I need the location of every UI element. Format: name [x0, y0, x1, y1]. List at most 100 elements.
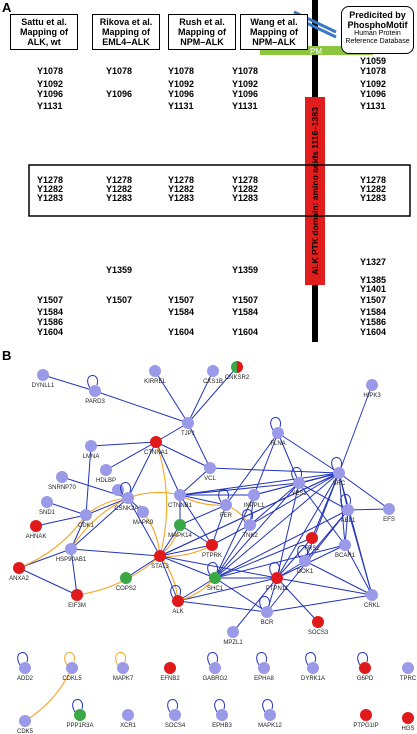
node-circle [227, 626, 239, 638]
node-label: YES1 [291, 491, 307, 497]
protein-node-eif3m[interactable]: EIF3M [68, 589, 86, 609]
phospho-residue: Y1092 [232, 79, 259, 89]
protein-node-shc1[interactable]: SHC1 [207, 562, 224, 592]
self-loop [340, 494, 351, 508]
interaction-edge [338, 384, 373, 474]
protein-node-mpzl1[interactable]: MPZL1 [223, 626, 243, 646]
interaction-edge [214, 537, 313, 579]
interaction-edge [304, 560, 373, 596]
protein-node-stat3[interactable]: STAT3 [151, 550, 170, 570]
protein-node-dynll1[interactable]: DYNLL1 [32, 369, 55, 389]
node-circle [19, 662, 31, 674]
protein-node-mapk12[interactable]: MAPK12 [258, 699, 282, 729]
protein-node-hsp90ab1[interactable]: HSP90AB1 [56, 543, 87, 563]
protein-node-pard3[interactable]: PARD3 [85, 375, 105, 405]
protein-node-mapk14[interactable]: MAPK14 [168, 519, 192, 539]
protein-node-lmna[interactable]: LMNA [83, 440, 100, 460]
protein-node-ptpg1ip[interactable]: PTPG1IP [353, 709, 379, 729]
protein-node-csnk2a1[interactable]: CSNK2A1 [114, 482, 142, 512]
protein-node-efnb2[interactable]: EFNB2 [160, 662, 180, 682]
protein-node-mapk7[interactable]: MAPK7 [113, 652, 134, 682]
protein-node-flna[interactable]: FLNA [270, 417, 286, 447]
protein-node-bcr[interactable]: BCR [259, 596, 274, 626]
protein-node-xcr1[interactable]: XCR1 [120, 709, 137, 729]
protein-node-dyrk1a[interactable]: DYRK1A [301, 652, 325, 682]
node-label: FRS2 [304, 546, 320, 552]
protein-node-dok1[interactable]: DOK1 [297, 545, 314, 575]
protein-node-cdk5[interactable]: CDK5 [17, 715, 34, 734]
protein-node-cops2[interactable]: COPS2 [116, 572, 137, 592]
node-circle [122, 709, 134, 721]
protein-node-add2[interactable]: ADD2 [17, 652, 34, 682]
protein-node-socs4[interactable]: SOCS4 [165, 699, 186, 729]
protein-node-ctnnb1[interactable]: CTNNB1 [168, 489, 193, 509]
protein-node-vcl[interactable]: VCL [204, 462, 216, 482]
node-label: ANXA2 [9, 576, 29, 582]
self-loop [269, 562, 280, 576]
protein-node-g6pd[interactable]: G6PD [357, 652, 374, 682]
self-loop [17, 652, 28, 666]
protein-node-hipk3[interactable]: HIPK3 [363, 379, 381, 399]
study-header-line: Sattu et al. [21, 17, 67, 27]
protein-node-tjp1[interactable]: TJP1 [181, 417, 196, 437]
phospho-residue: Y1078 [168, 66, 195, 76]
phospho-residue: Y1096 [37, 89, 64, 99]
protein-node-snd1[interactable]: SND1 [39, 496, 56, 516]
node-label: STAT3 [151, 564, 169, 570]
protein-node-snrnp70[interactable]: SNRNP70 [48, 471, 76, 491]
protein-node-cks1b[interactable]: CKS1B [203, 365, 223, 385]
interaction-edge [266, 594, 373, 613]
protein-node-kirrel[interactable]: KIRREL [144, 365, 166, 385]
phospho-residue: Y1586 [37, 317, 64, 327]
node-circle [71, 589, 83, 601]
protein-node-ptpn11[interactable]: PTPN11 [266, 562, 289, 592]
protein-node-ephb3[interactable]: EPHB3 [212, 699, 232, 729]
interaction-edge [249, 482, 300, 526]
regulatory-edge [155, 441, 168, 557]
node-circle [248, 489, 260, 501]
interaction-edge [35, 514, 87, 527]
phospho-residue: Y1131 [37, 101, 63, 111]
self-loop [115, 652, 126, 666]
protein-node-gabrg2[interactable]: GABRG2 [202, 652, 228, 682]
protein-node-ppp1r3a[interactable]: PPP1R3A [66, 699, 94, 729]
interaction-edge [125, 555, 161, 579]
interaction-edge [187, 422, 211, 469]
interaction-edge [154, 370, 189, 424]
protein-node-frs2[interactable]: FRS2 [304, 532, 320, 552]
phospho-residue: Y1096 [106, 89, 133, 99]
protein-node-bcar1[interactable]: BCAR1 [335, 539, 356, 559]
protein-node-cdk1[interactable]: CDK1 [78, 509, 95, 529]
protein-node-ptprk[interactable]: PTPRK [202, 539, 222, 559]
protein-node-abl1[interactable]: ABL1 [340, 494, 356, 524]
protein-node-cdkl5[interactable]: CDKL5 [62, 652, 82, 682]
phospho-residue: Y1278 [168, 175, 195, 185]
protein-node-hdlbp[interactable]: HDLBP [96, 464, 116, 484]
interaction-edge [94, 390, 189, 424]
protein-node-epha8[interactable]: EPHA8 [254, 652, 274, 682]
node-circle [154, 550, 166, 562]
protein-node-mapk9[interactable]: MAPK9 [133, 506, 154, 526]
protein-node-fer[interactable]: FER [218, 489, 233, 519]
protein-node-crkl[interactable]: CRKL [364, 589, 381, 609]
protein-node-ctnna1[interactable]: CTNNA1 [144, 436, 169, 456]
protein-node-tnk2[interactable]: TNK2 [242, 509, 258, 539]
interaction-edge [179, 504, 227, 526]
interaction-edge [276, 482, 300, 579]
interaction-edge [214, 509, 349, 579]
phospho-residue: Y1283 [168, 193, 195, 203]
protein-node-socs3[interactable]: SOCS3 [308, 616, 329, 636]
protein-node-tprc[interactable]: TPRC [400, 662, 417, 682]
protein-node-anxa2[interactable]: ANXA2 [9, 562, 29, 582]
protein-node-alk[interactable]: ALK [170, 585, 184, 615]
protein-node-src[interactable]: SRC [331, 457, 346, 487]
node-circle [312, 616, 324, 628]
protein-node-inppl1[interactable]: INPPL1 [244, 489, 265, 509]
protein-node-efs[interactable]: EFS [383, 503, 395, 523]
self-loop [214, 699, 225, 713]
interaction-edge [179, 482, 300, 496]
protein-node-cnksr2[interactable]: CNKSR2 [225, 361, 250, 381]
protein-node-hgs[interactable]: HGS [401, 712, 415, 732]
protein-node-yes1[interactable]: YES1 [291, 467, 307, 497]
protein-node-ahnak[interactable]: AHNAK [26, 520, 47, 540]
